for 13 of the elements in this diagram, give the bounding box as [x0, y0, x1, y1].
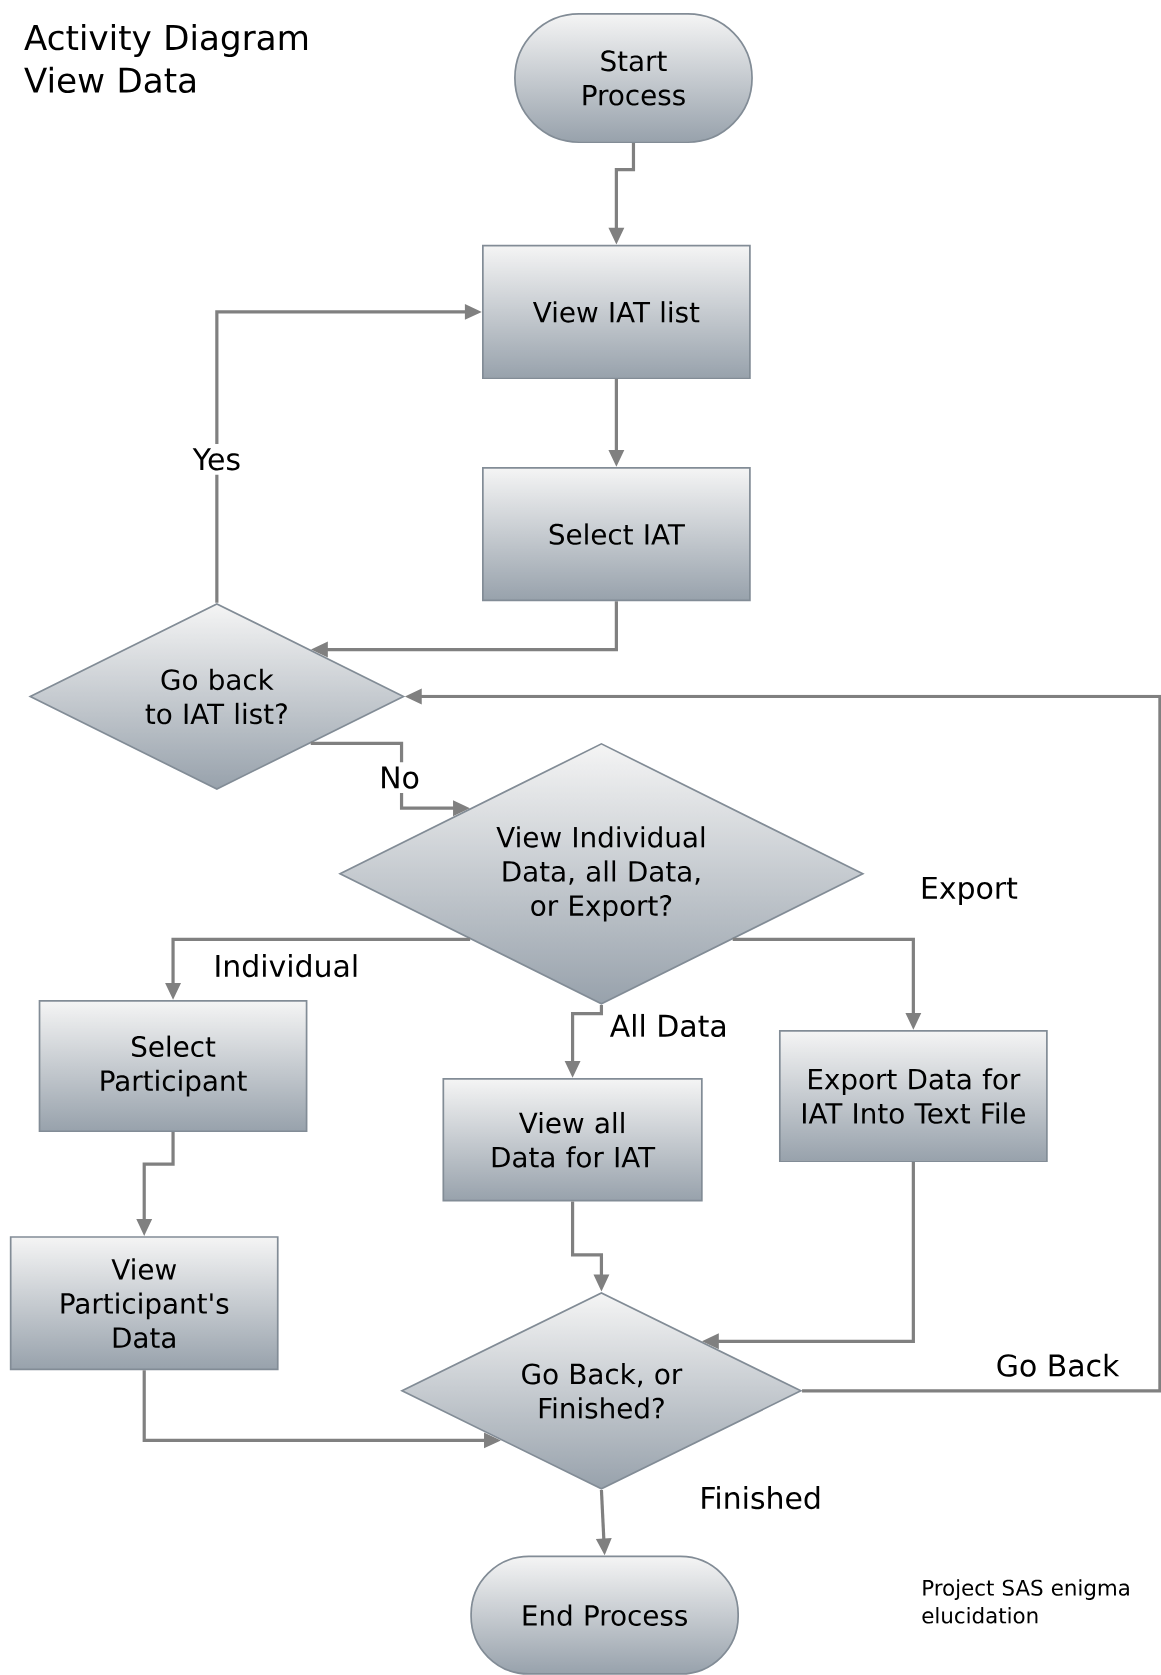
- footer-note: Project SAS enigma elucidation: [922, 1579, 1129, 1624]
- edge-label: All Data: [605, 1009, 732, 1042]
- edge-label: Export: [915, 872, 1023, 910]
- process-box: Export Data for IAT Into Text File: [778, 1030, 1048, 1163]
- process-box: View Participant's Data: [9, 1236, 279, 1371]
- process-box: View all Data for IAT: [442, 1078, 703, 1202]
- process-box: View IAT list: [481, 244, 751, 379]
- edge-label: Yes: [188, 443, 246, 475]
- process-box: Select IAT: [481, 467, 751, 602]
- title: Activity Diagram View Data: [24, 23, 307, 94]
- process-box: Select Participant: [38, 1000, 308, 1133]
- edge-label: Go Back: [991, 1349, 1124, 1382]
- edge-label: No: [374, 762, 425, 794]
